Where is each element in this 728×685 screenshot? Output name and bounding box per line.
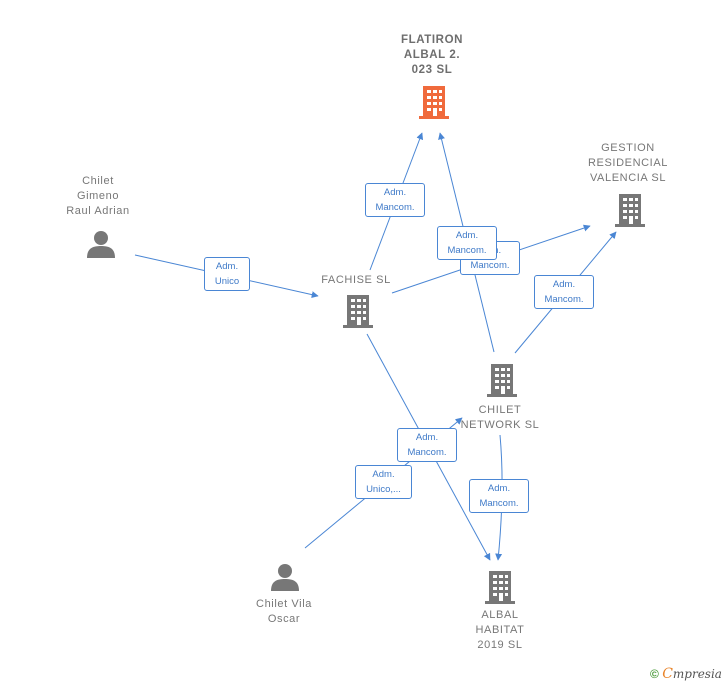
node-label-flatiron: FLATIRON ALBAL 2. 023 SL: [384, 33, 480, 78]
node-label-fachise: FACHISE SL: [308, 273, 404, 288]
label-line: FLATIRON: [400, 34, 464, 46]
edge-label-line: Adm.: [372, 469, 395, 480]
edge-label-line: Mancom.: [407, 447, 447, 458]
edge-label-raul-fachise[interactable]: Adm. Unico: [204, 257, 250, 291]
label-line: Chilet: [82, 175, 114, 187]
label-line: ALBAL: [481, 609, 519, 621]
label-line: HABITAT: [475, 624, 525, 636]
node-label-raul: Chilet Gimeno Raul Adrian: [52, 174, 144, 219]
edge-label-line: Mancom.: [479, 498, 519, 509]
edge-label-network-gestion[interactable]: Adm. Mancom.: [534, 275, 594, 309]
edge-label-line: Adm.: [415, 432, 439, 443]
edge-label-line: Unico,...: [366, 484, 401, 495]
label-line: GESTION: [601, 142, 655, 154]
edge-label-line: Adm.: [552, 279, 576, 290]
node-label-albal-habitat: ALBAL HABITAT 2019 SL: [452, 608, 548, 653]
edge-label-line: Unico: [214, 276, 240, 287]
edge-label-line: Mancom.: [375, 202, 415, 213]
edge-label-line: Mancom.: [470, 260, 510, 271]
brand-watermark: © Cmpresia: [650, 666, 722, 682]
brand-name: mpresia: [672, 667, 722, 681]
edge-label-fachise-flatiron[interactable]: Adm. Mancom.: [365, 183, 425, 217]
person-icon[interactable]: [270, 562, 300, 592]
node-label-gestion: GESTION RESIDENCIAL VALENCIA SL: [578, 141, 678, 186]
node-label-chilet-network: CHILET NETWORK SL: [452, 403, 548, 433]
label-line: Oscar: [267, 613, 301, 625]
label-line: 023 SL: [411, 64, 453, 76]
building-icon[interactable]: [484, 570, 516, 604]
label-line: CHILET: [478, 404, 522, 416]
copyright-icon: ©: [650, 667, 659, 681]
label-line: Raul Adrian: [66, 205, 130, 217]
label-line: FACHISE SL: [321, 274, 391, 286]
label-line: RESIDENCIAL: [588, 157, 668, 169]
building-icon[interactable]: [486, 363, 518, 397]
edge-label-fachise-albal[interactable]: Adm. Mancom.: [397, 428, 457, 462]
edge-label-line: Adm.: [455, 230, 479, 241]
edge-label-line: Mancom.: [544, 294, 584, 305]
label-line: VALENCIA SL: [589, 172, 667, 184]
node-label-oscar: Chilet Vila Oscar: [236, 597, 332, 627]
edge-label-network-flatiron[interactable]: Adm. Mancom.: [437, 226, 497, 260]
edge-label-line: Adm.: [215, 261, 239, 272]
brand-initial: C: [662, 666, 673, 682]
edge-label-line: Mancom.: [447, 245, 487, 256]
building-icon[interactable]: [342, 294, 374, 328]
person-icon[interactable]: [86, 229, 116, 259]
label-line: Gimeno: [76, 190, 120, 202]
edge-label-oscar-network[interactable]: Adm. Unico,...: [355, 465, 412, 499]
label-line: Chilet Vila: [256, 598, 312, 610]
edge-label-line: Adm.: [383, 187, 407, 198]
label-line: ALBAL 2.: [403, 49, 461, 61]
edge-label-network-albal[interactable]: Adm. Mancom.: [469, 479, 529, 513]
label-line: 2019 SL: [477, 639, 523, 651]
label-line: NETWORK SL: [460, 419, 540, 431]
building-icon[interactable]: [418, 85, 450, 119]
edge-label-line: Adm.: [487, 483, 511, 494]
building-icon[interactable]: [614, 193, 646, 227]
